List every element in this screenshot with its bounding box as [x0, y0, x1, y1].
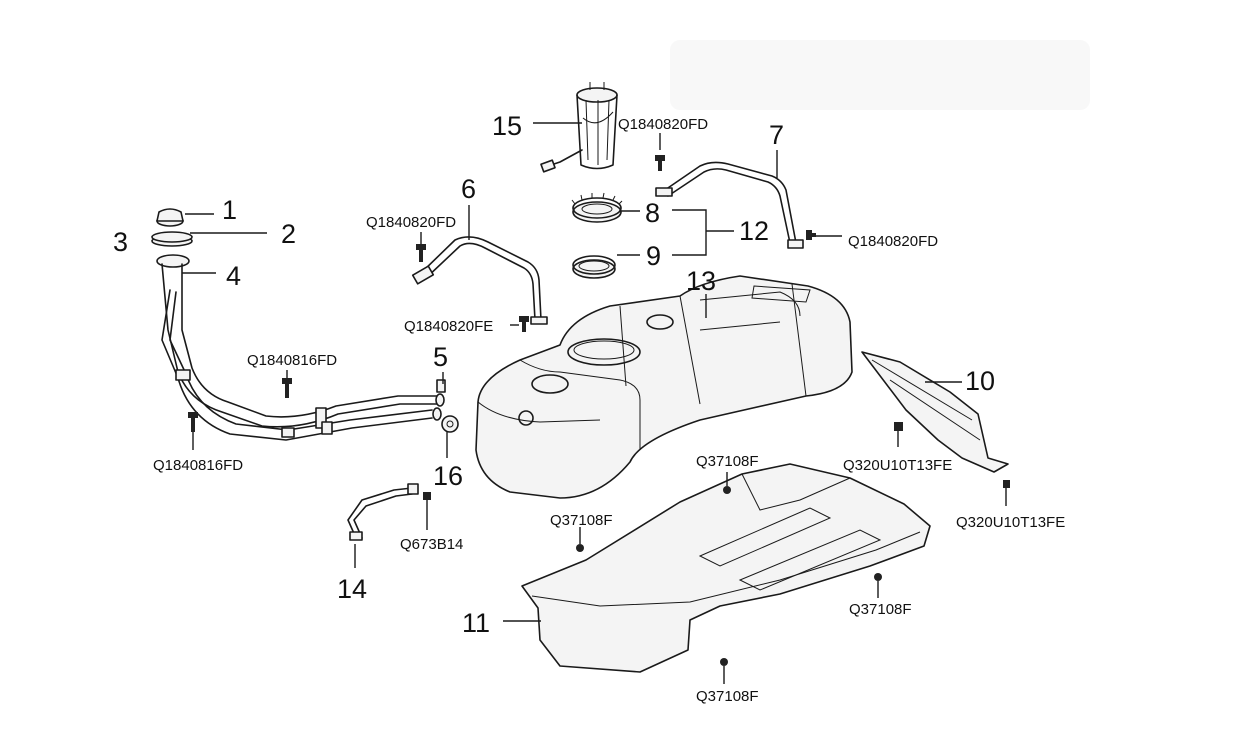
code-strap6-top-bolt: Q1840820FD: [366, 214, 456, 231]
code-pan-nut-bottom: Q37108F: [696, 688, 759, 705]
callout-14: 14: [337, 574, 367, 604]
hose-clip-5: [436, 379, 446, 393]
watermark-logo: [670, 40, 1090, 110]
callout-8: 8: [645, 198, 660, 228]
tank-strap-right: [655, 161, 804, 249]
tank-underpan: [521, 463, 931, 673]
code-shield-bolt-upper: Q320U10T13FE: [843, 457, 952, 474]
tank-strap-left: [411, 236, 548, 325]
callout-7: 7: [769, 120, 784, 150]
code-strap6-bottom-bolt: Q1840820FE: [404, 318, 493, 335]
gasket-seal: [572, 255, 616, 279]
callout-5: 5: [433, 342, 448, 372]
callout-11: 11: [462, 608, 490, 638]
callout-10: 10: [965, 366, 995, 396]
leader-lines: [182, 122, 1007, 684]
fasteners: [188, 155, 1010, 666]
callout-numbers: 1 2 3 4 5 6 7 8 9 10 11 12 13 14 15 16: [113, 111, 995, 638]
callout-6: 6: [461, 174, 476, 204]
code-pump-bolt: Q1840820FD: [618, 116, 708, 133]
fuel-filler-cap: [156, 208, 184, 227]
callout-12: 12: [739, 216, 769, 246]
code-pan-nut-right: Q37108F: [849, 601, 912, 618]
callout-15: 15: [492, 111, 522, 141]
filler-neck-and-pipe: [156, 254, 445, 441]
fuel-tank: [475, 275, 853, 499]
filler-gasket: [151, 231, 193, 247]
code-filler-bolt-lower: Q1840816FD: [153, 457, 243, 474]
callout-4: 4: [226, 261, 241, 291]
lock-ring: [571, 192, 623, 223]
breather-hose: [347, 483, 419, 541]
callout-1: 1: [222, 195, 237, 225]
code-pan-nut-left: Q37108F: [550, 512, 613, 529]
callout-2: 2: [281, 219, 296, 249]
code-shield-bolt-lower: Q320U10T13FE: [956, 514, 1065, 531]
code-pan-nut-top: Q37108F: [696, 453, 759, 470]
callout-16: 16: [433, 461, 463, 491]
part-code-labels: Q1840820FD Q1840820FD Q1840820FE Q184082…: [153, 116, 1065, 705]
fuel-pump-module: [540, 82, 618, 173]
code-filler-bolt-upper: Q1840816FD: [247, 352, 337, 369]
code-hose-clip: Q673B14: [400, 536, 463, 553]
callout-3: 3: [113, 227, 128, 257]
code-strap7-bolt: Q1840820FD: [848, 233, 938, 250]
callout-13: 13: [686, 266, 716, 296]
callout-9: 9: [646, 241, 661, 271]
hose-fitting: [441, 415, 459, 433]
